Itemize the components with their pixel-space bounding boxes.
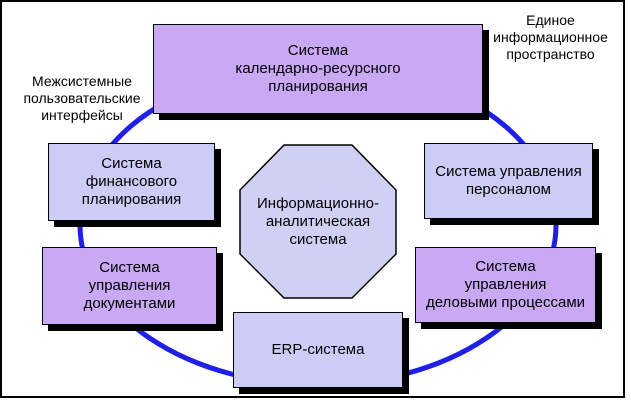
- center-octagon: [239, 144, 397, 299]
- business-process-node: Система управления деловыми процессами: [415, 247, 596, 323]
- financial-planning-node: Система финансового планирования: [48, 143, 215, 221]
- analytics-system-label: Информационно- аналитическая система: [257, 194, 379, 248]
- document-management-node: Система управления документами: [42, 247, 217, 325]
- calendar-planning-node: Система календарно-ресурсного планирован…: [153, 24, 483, 114]
- personnel-management-node: Система управления персоналом: [424, 143, 593, 219]
- interfaces-label: Межсистемные пользовательские интерфейсы: [23, 73, 141, 123]
- erp-system-node: ERP-система: [233, 312, 403, 388]
- unified-space-label: Единое информационное пространство: [493, 12, 608, 62]
